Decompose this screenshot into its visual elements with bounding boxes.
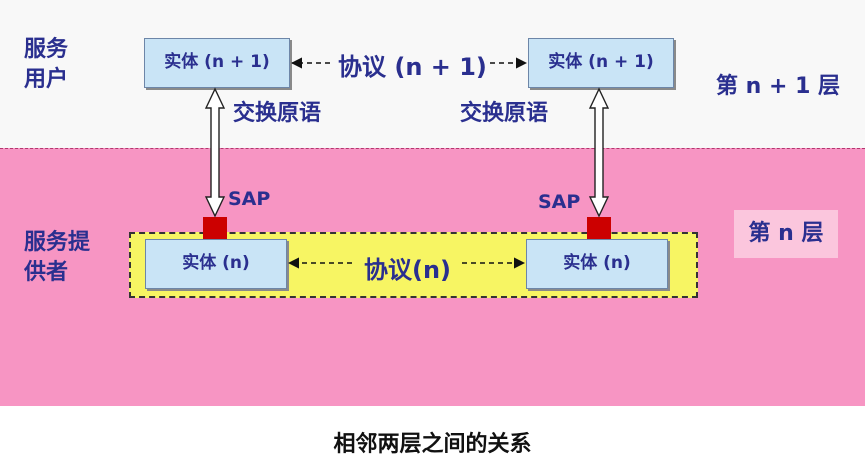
entity-n-left: 实体 (n) — [145, 239, 287, 289]
exchange-primitive-left-label: 交换原语 — [233, 101, 322, 126]
exchange-primitive-right-label: 交换原语 — [460, 101, 549, 126]
protocol-n-label: 协议(n) — [358, 250, 458, 285]
service-user-label: 服务 用户 — [24, 35, 68, 95]
figure-caption: 相邻两层之间的关系 — [333, 432, 532, 457]
service-provider-label: 服务提 供者 — [24, 228, 90, 288]
sap-left-point — [203, 217, 227, 239]
entity-n-plus-1-right: 实体 (n + 1) — [528, 38, 674, 88]
primitive-arrow-right — [588, 87, 610, 218]
sap-left-label: SAP — [228, 188, 271, 210]
service-user-label-line2: 用户 — [24, 67, 69, 92]
service-provider-label-line2: 供者 — [24, 260, 69, 285]
layer-n-label: 第 n 层 — [734, 210, 838, 258]
service-provider-label-line1: 服务提 — [24, 230, 91, 255]
entity-n-right: 实体 (n) — [526, 239, 668, 289]
sap-right-label: SAP — [538, 191, 581, 213]
caption-area — [0, 406, 865, 466]
entity-n-plus-1-left: 实体 (n + 1) — [144, 38, 290, 88]
layer-n-plus-1-label: 第 n + 1 层 — [716, 74, 841, 99]
sap-right-point — [587, 217, 611, 239]
primitive-arrow-left — [204, 87, 226, 218]
protocol-n-plus-1-label: 协议 (n + 1) — [338, 53, 487, 81]
service-user-label-line1: 服务 — [24, 37, 69, 62]
